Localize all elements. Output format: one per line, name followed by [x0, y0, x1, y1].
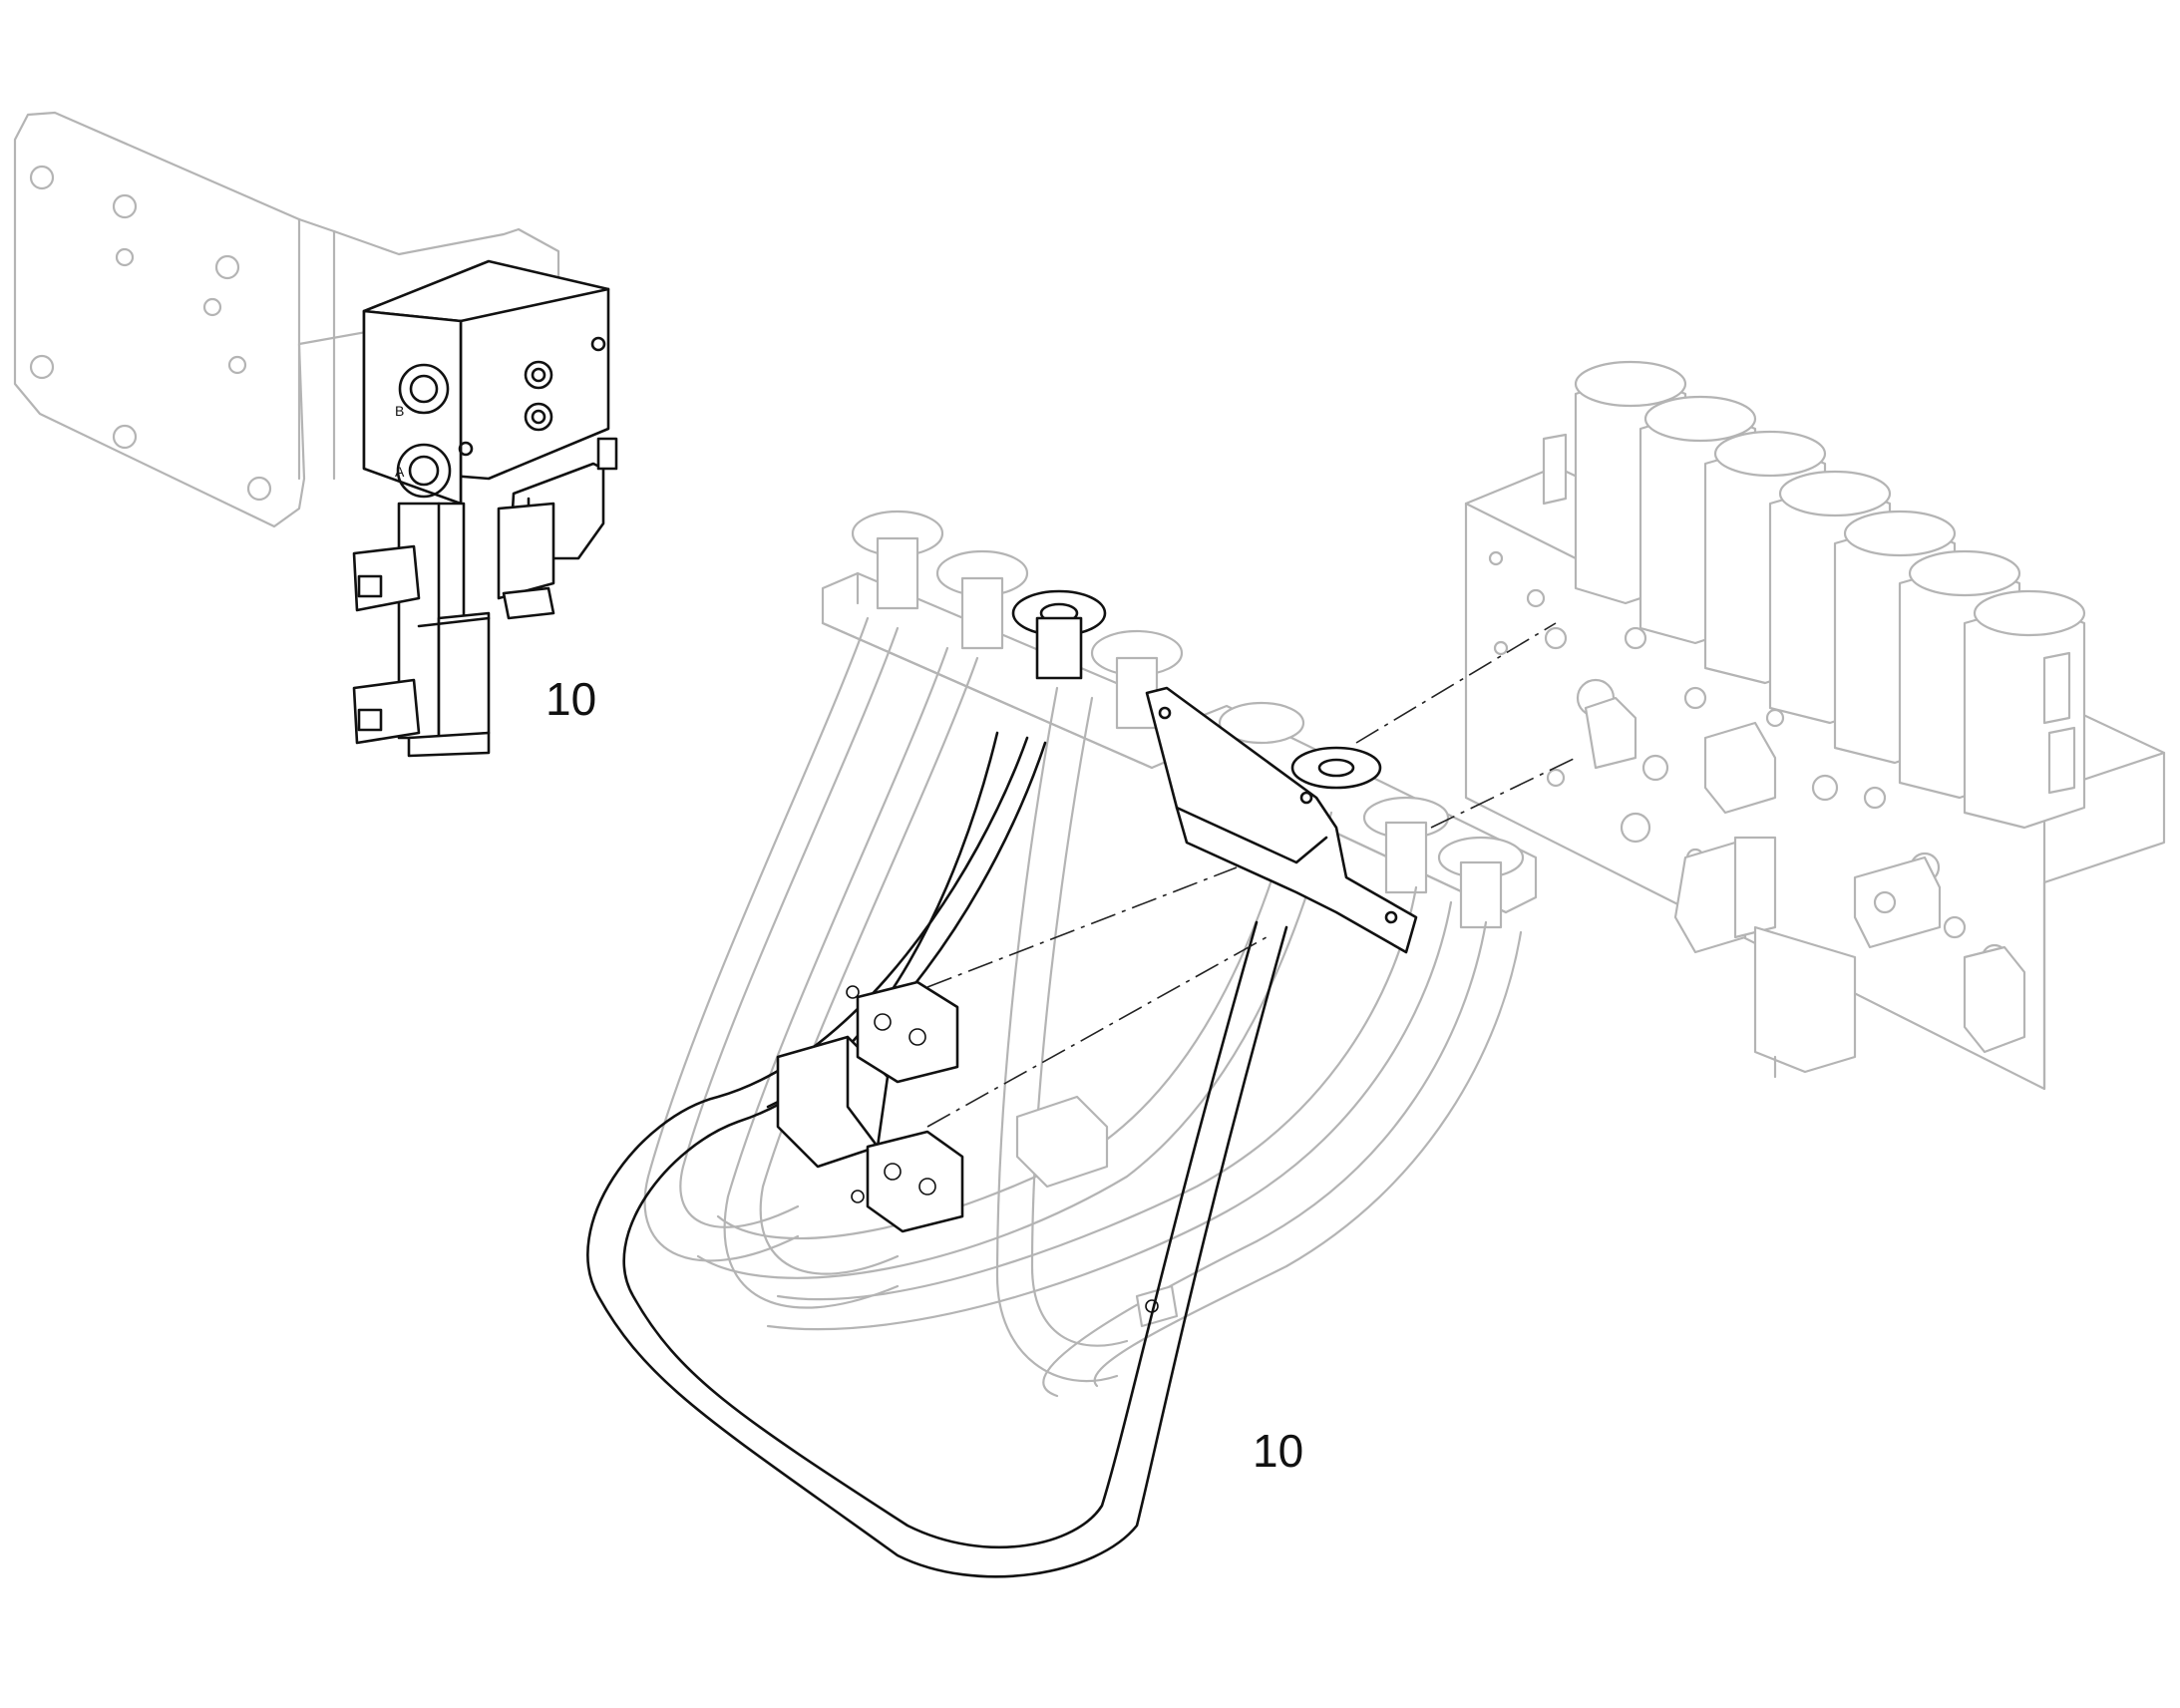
tube-assembly-callout: 10 — [1253, 1425, 1304, 1477]
hydraulic-tube-assembly — [643, 510, 1538, 1398]
port-b-label: B — [395, 403, 404, 419]
solenoid-valve-block: B A — [352, 259, 618, 758]
mounting-bracket — [13, 111, 560, 528]
valve-assembly-callout: 10 — [545, 673, 597, 725]
highlighted-tube-parts — [586, 589, 1418, 1578]
control-valve-bank — [1464, 360, 2166, 1091]
port-a-label: A — [395, 464, 405, 480]
alignment-centerlines — [926, 622, 1577, 1128]
